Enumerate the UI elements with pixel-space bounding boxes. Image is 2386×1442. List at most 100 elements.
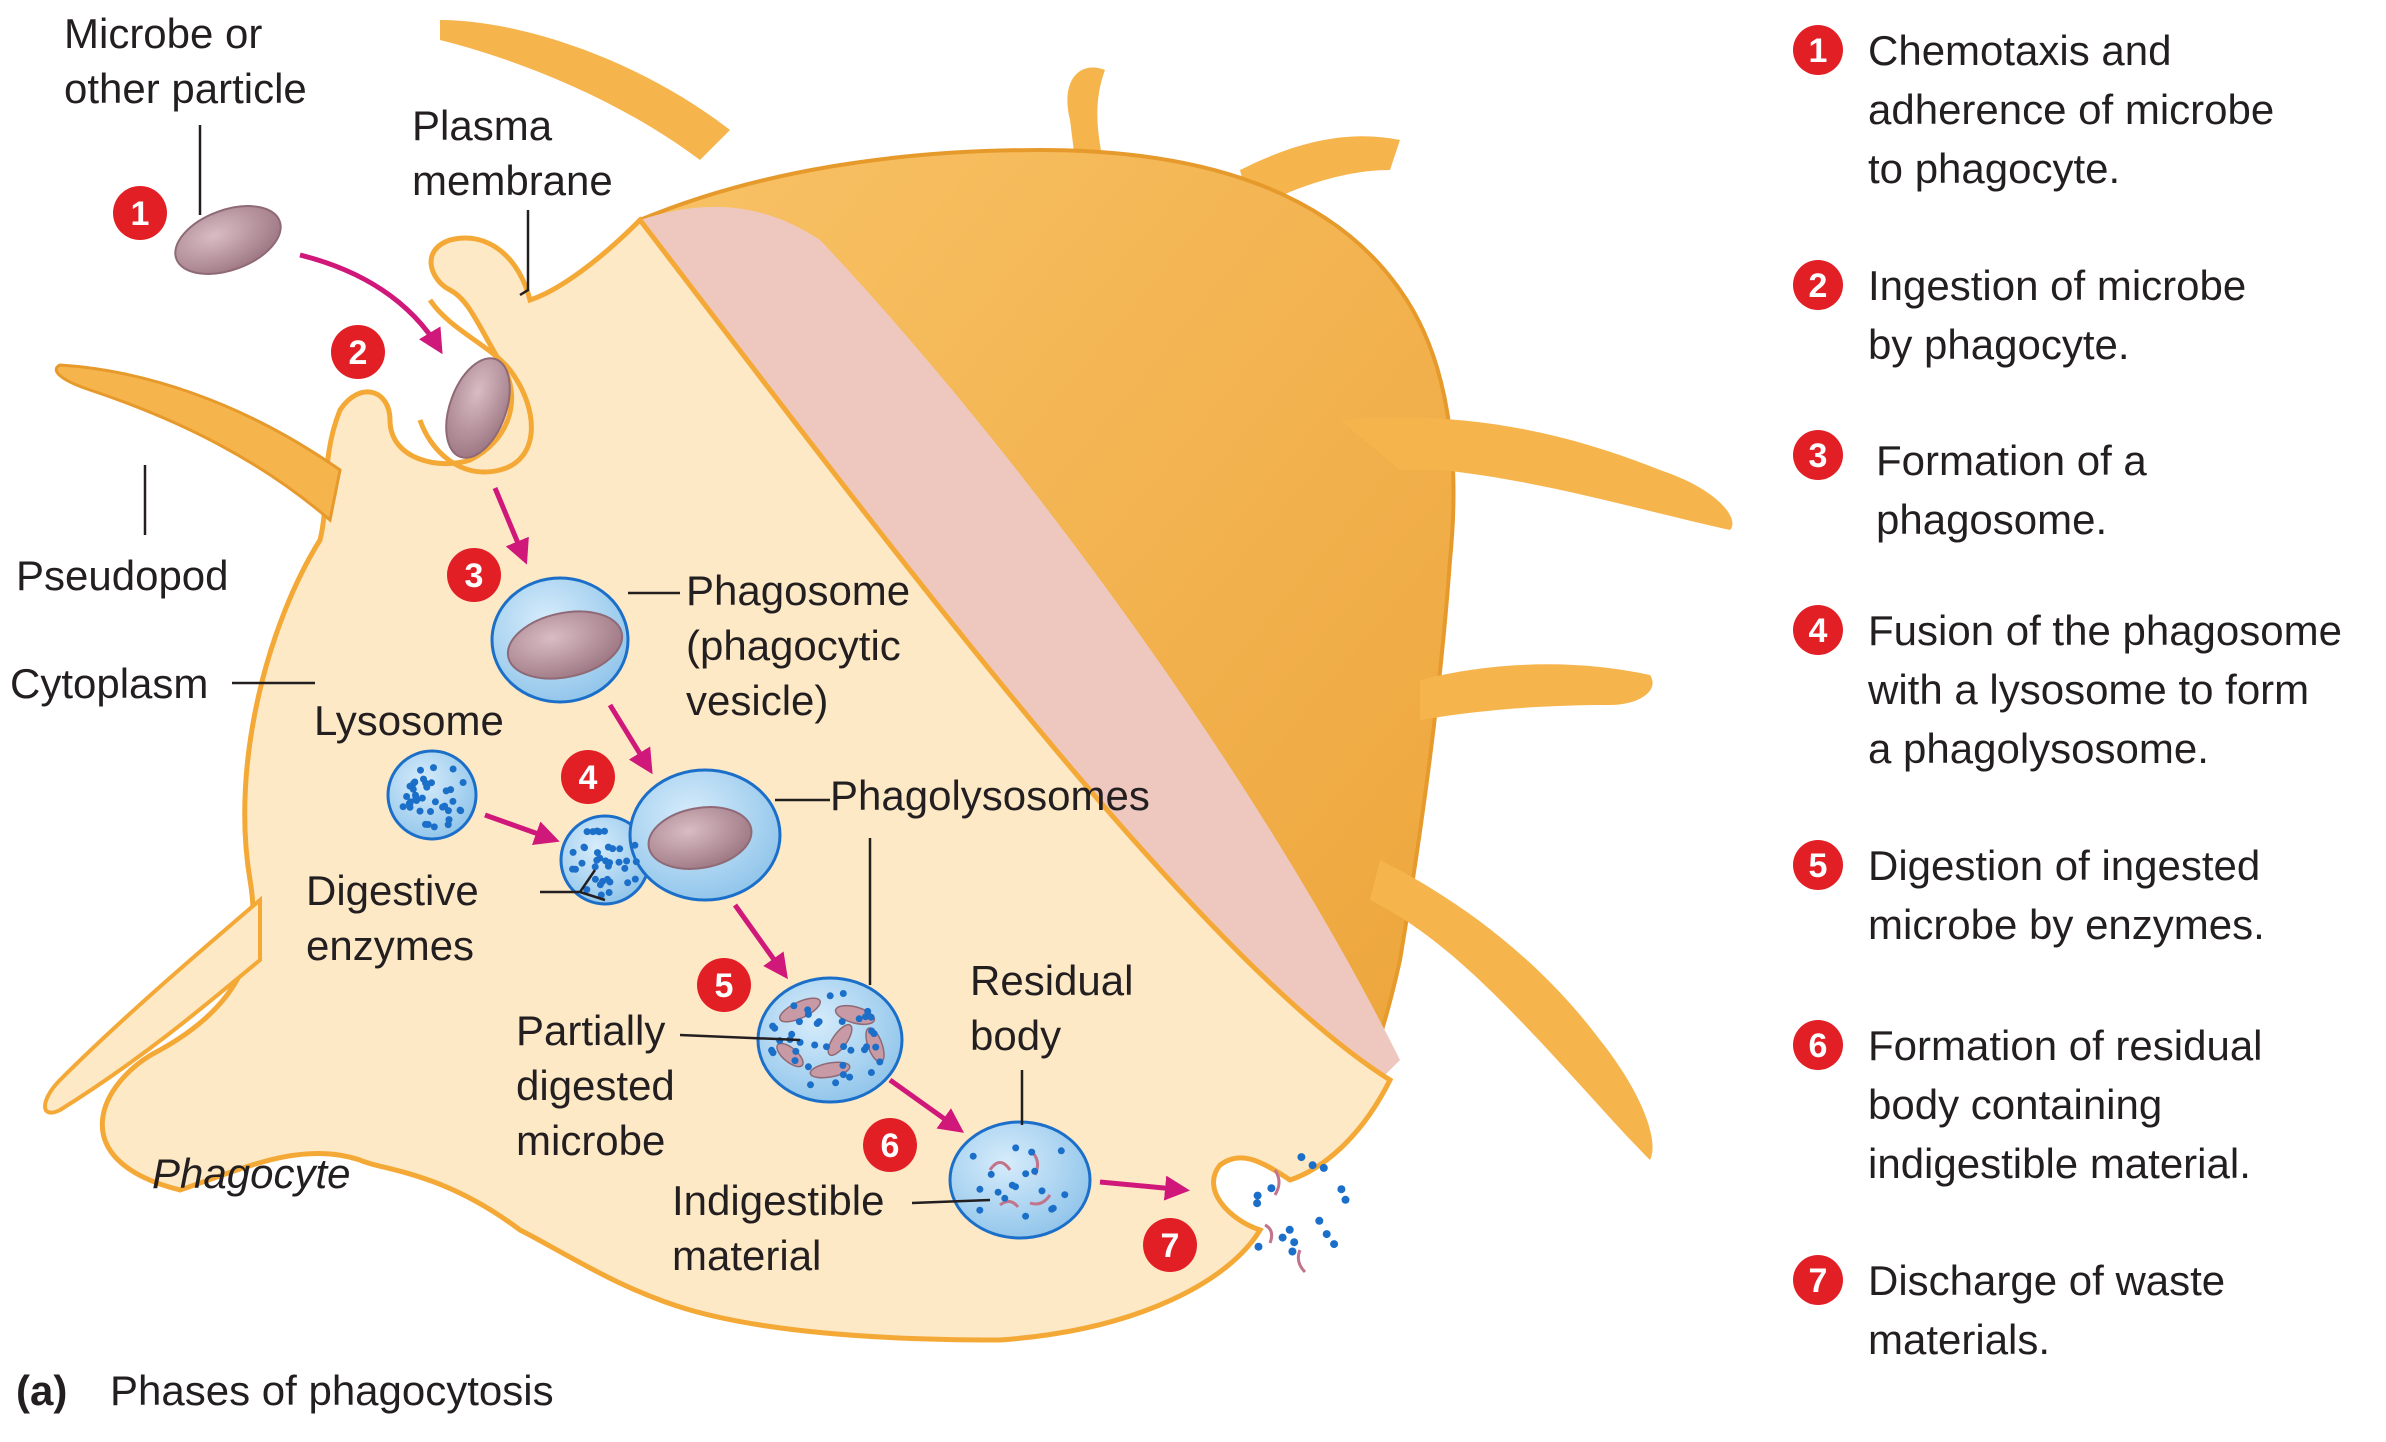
enzyme-dot: [605, 889, 613, 896]
step-1: 1 Chemotaxis and adherence of microbe to…: [1793, 25, 2274, 192]
enzyme-dot: [994, 1188, 1002, 1196]
enzyme-dot: [594, 849, 601, 857]
enzyme-dot: [1337, 1185, 1346, 1194]
enzyme-dot: [807, 1081, 814, 1089]
enzyme-dot: [1278, 1233, 1287, 1242]
svg-text:4: 4: [1809, 612, 1828, 650]
enzyme-dot: [1297, 1153, 1306, 1162]
label-indigestible-line1: Indigestible: [672, 1177, 884, 1224]
enzyme-dot: [804, 1063, 812, 1071]
enzyme-dot: [987, 1170, 995, 1178]
enzyme-dot: [427, 808, 434, 815]
label-plasma-membrane-line2: membrane: [412, 157, 613, 204]
enzyme-dot: [768, 1046, 776, 1054]
caption-tag: (a): [16, 1367, 67, 1414]
enzyme-dot: [449, 765, 457, 773]
label-lysosome: Lysosome: [314, 697, 504, 744]
enzyme-dot: [591, 863, 599, 871]
label-phagocyte: Phagocyte: [152, 1150, 350, 1197]
discharged-waste: [1253, 1153, 1350, 1274]
step-2: 2 Ingestion of microbe by phagocyte.: [1793, 260, 2246, 368]
enzyme-dot: [418, 794, 426, 802]
svg-text:2: 2: [1809, 267, 1828, 305]
svg-text:4: 4: [579, 759, 598, 797]
enzyme-dot: [867, 1069, 875, 1076]
enzyme-dot: [811, 1041, 819, 1049]
enzyme-dot: [444, 807, 452, 815]
enzyme-dot: [583, 828, 591, 836]
enzyme-dot: [459, 779, 467, 786]
label-partially-digested-line3: microbe: [516, 1117, 665, 1164]
enzyme-dot: [1061, 1191, 1069, 1199]
enzyme-dot: [632, 858, 640, 866]
svg-text:Chemotaxis and: Chemotaxis and: [1868, 27, 2172, 74]
svg-text:Digestion of ingested: Digestion of ingested: [1868, 842, 2260, 889]
enzyme-dot: [449, 797, 457, 805]
enzyme-dot: [795, 1018, 803, 1026]
enzyme-dot: [1290, 1238, 1299, 1247]
enzyme-dot: [1022, 1170, 1030, 1178]
enzyme-dot: [597, 891, 605, 899]
enzyme-dot: [872, 1043, 880, 1051]
enzyme-dot: [447, 786, 455, 794]
enzyme-dot: [1008, 1181, 1016, 1189]
svg-text:Formation of residual: Formation of residual: [1868, 1022, 2263, 1069]
svg-text:3: 3: [465, 557, 484, 595]
enzyme-dot: [1012, 1144, 1020, 1152]
enzyme-dot: [855, 1015, 863, 1023]
enzyme-dot: [840, 1043, 848, 1050]
enzyme-dot: [602, 857, 610, 865]
enzyme-dot: [1308, 1161, 1317, 1170]
enzyme-dot: [1330, 1240, 1339, 1249]
step-6: 6 Formation of residual body containing …: [1793, 1020, 2263, 1187]
enzyme-dot: [839, 1061, 847, 1069]
phagolysosome-fusing: [559, 768, 782, 906]
label-indigestible-line2: material: [672, 1232, 821, 1279]
enzyme-dot: [424, 821, 432, 828]
badge-4: 4: [561, 750, 615, 804]
enzyme-dot: [445, 816, 453, 824]
enzyme-dot: [621, 864, 629, 872]
enzyme-dot: [457, 807, 465, 815]
enzyme-dot: [624, 879, 632, 887]
svg-text:microbe by enzymes.: microbe by enzymes.: [1868, 901, 2265, 948]
enzyme-dot: [580, 843, 588, 851]
enzyme-dot: [1267, 1184, 1276, 1193]
label-phagosome-line3: vesicle): [686, 677, 828, 724]
microbe-ingested: [445, 357, 511, 459]
badge-5: 5: [697, 958, 751, 1012]
svg-text:Ingestion of microbe: Ingestion of microbe: [1868, 262, 2246, 309]
leader-lines: [143, 125, 1024, 1205]
badge-3: 3: [447, 548, 501, 602]
svg-text:7: 7: [1809, 1262, 1828, 1300]
label-phagolysosomes: Phagolysosomes: [830, 772, 1150, 819]
enzyme-dot: [439, 803, 447, 811]
enzyme-dot: [1022, 1212, 1030, 1220]
process-arrows: [299, 252, 1190, 1201]
label-phagosome-line2: (phagocytic: [686, 622, 901, 669]
enzyme-dot: [876, 1058, 884, 1066]
enzyme-dot: [976, 1206, 984, 1214]
step-5: 5 Digestion of ingested microbe by enzym…: [1793, 840, 2265, 948]
enzyme-dot: [1315, 1216, 1324, 1225]
svg-text:to phagocyte.: to phagocyte.: [1868, 145, 2120, 192]
enzyme-dot: [1001, 1194, 1009, 1202]
enzyme-dot: [409, 785, 417, 793]
pseudopods-right: [1340, 417, 1733, 1160]
enzyme-dot: [862, 1013, 870, 1021]
label-partially-digested-line2: digested: [516, 1062, 675, 1109]
enzyme-dot: [847, 1046, 855, 1054]
badge-2: 2: [331, 325, 385, 379]
label-microbe-line1: Microbe or: [64, 10, 262, 57]
label-phagosome-line1: Phagosome: [686, 567, 910, 614]
enzyme-dot: [826, 992, 834, 1000]
enzyme-dot: [601, 827, 608, 835]
enzyme-dot: [416, 807, 424, 815]
svg-text:6: 6: [1809, 1027, 1828, 1065]
svg-text:5: 5: [1809, 847, 1828, 885]
enzyme-dot: [403, 793, 411, 800]
badge-7: 7: [1143, 1218, 1197, 1272]
diagram-step-badges: 1 2 3 4 5 6 7: [113, 186, 1197, 1272]
label-pseudopod: Pseudopod: [16, 552, 229, 599]
